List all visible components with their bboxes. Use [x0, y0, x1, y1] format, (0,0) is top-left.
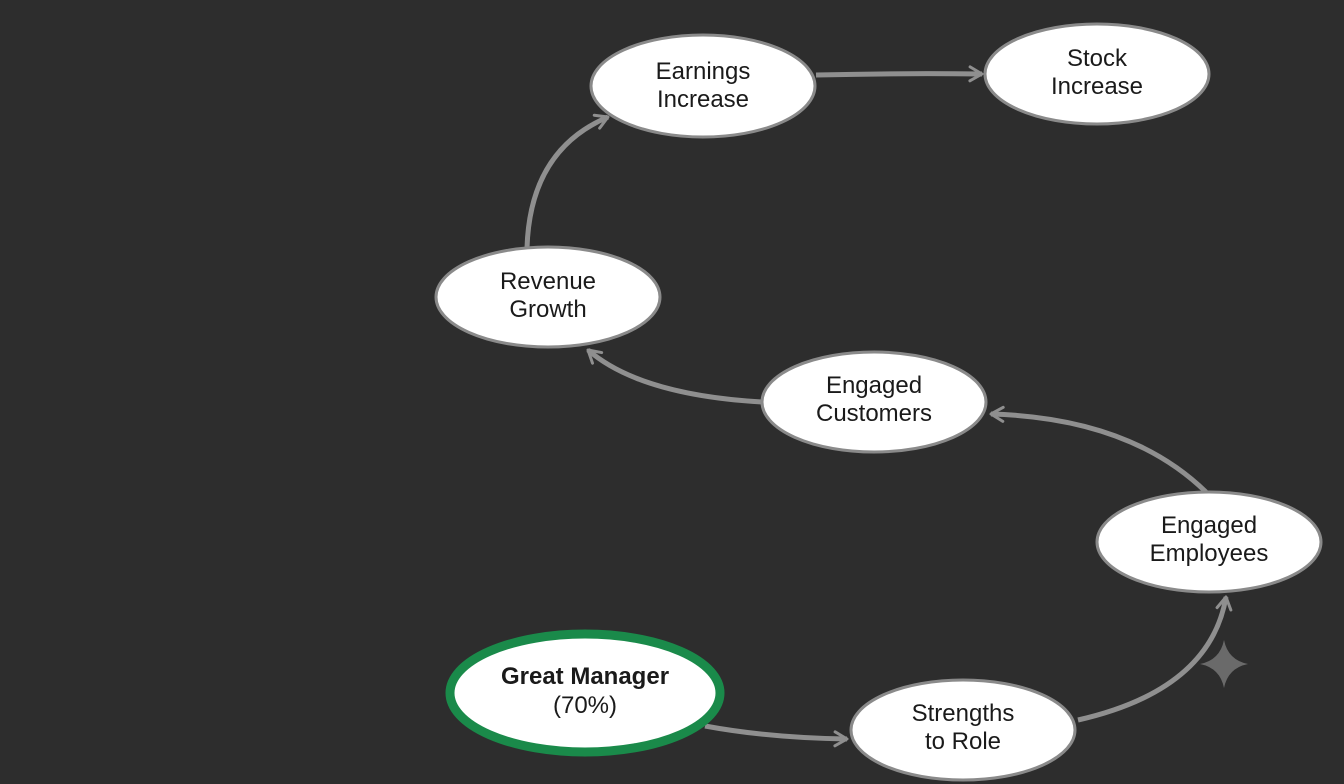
node-revenue-growth: Revenue Growth	[434, 245, 662, 349]
node-great-manager: Great Manager (70%)	[445, 629, 725, 757]
node-label-line: to Role	[925, 728, 1001, 755]
edge-earnings-increase-to-stock-increase	[815, 65, 984, 83]
node-label-line: Increase	[1051, 73, 1143, 100]
node-stock-increase: Stock Increase	[983, 22, 1211, 126]
node-label-line: Engaged	[1161, 512, 1257, 539]
node-label-line: Great Manager	[501, 663, 669, 690]
node-label-line: (70%)	[553, 692, 617, 719]
edge-great-manager-to-strengths	[704, 723, 849, 748]
node-label-line: Stock	[1067, 45, 1128, 72]
node-engaged-employees: Engaged Employees	[1095, 490, 1323, 594]
node-strengths-to-role: Strengths to Role	[849, 678, 1077, 782]
node-label-line: Growth	[509, 296, 586, 323]
node-engaged-customers: Engaged Customers	[760, 350, 988, 454]
node-label-line: Earnings	[656, 58, 751, 85]
node-label-line: Employees	[1150, 540, 1269, 567]
edge-engaged-employees-to-engaged-customers	[989, 405, 1208, 494]
edge-engaged-customers-to-revenue-growth	[586, 348, 763, 405]
edge-strengths-to-engaged-employees	[1077, 595, 1233, 723]
node-label-line: Strengths	[912, 700, 1015, 727]
sparkle-icon	[1200, 640, 1248, 688]
node-label-line: Increase	[657, 86, 749, 113]
node-label-line: Engaged	[826, 372, 922, 399]
node-earnings-increase: Earnings Increase	[589, 33, 817, 139]
node-label-line: Revenue	[500, 268, 596, 295]
node-label-line: Customers	[816, 400, 932, 427]
edge-revenue-growth-to-earnings-increase	[524, 113, 610, 249]
edges	[524, 65, 1233, 748]
